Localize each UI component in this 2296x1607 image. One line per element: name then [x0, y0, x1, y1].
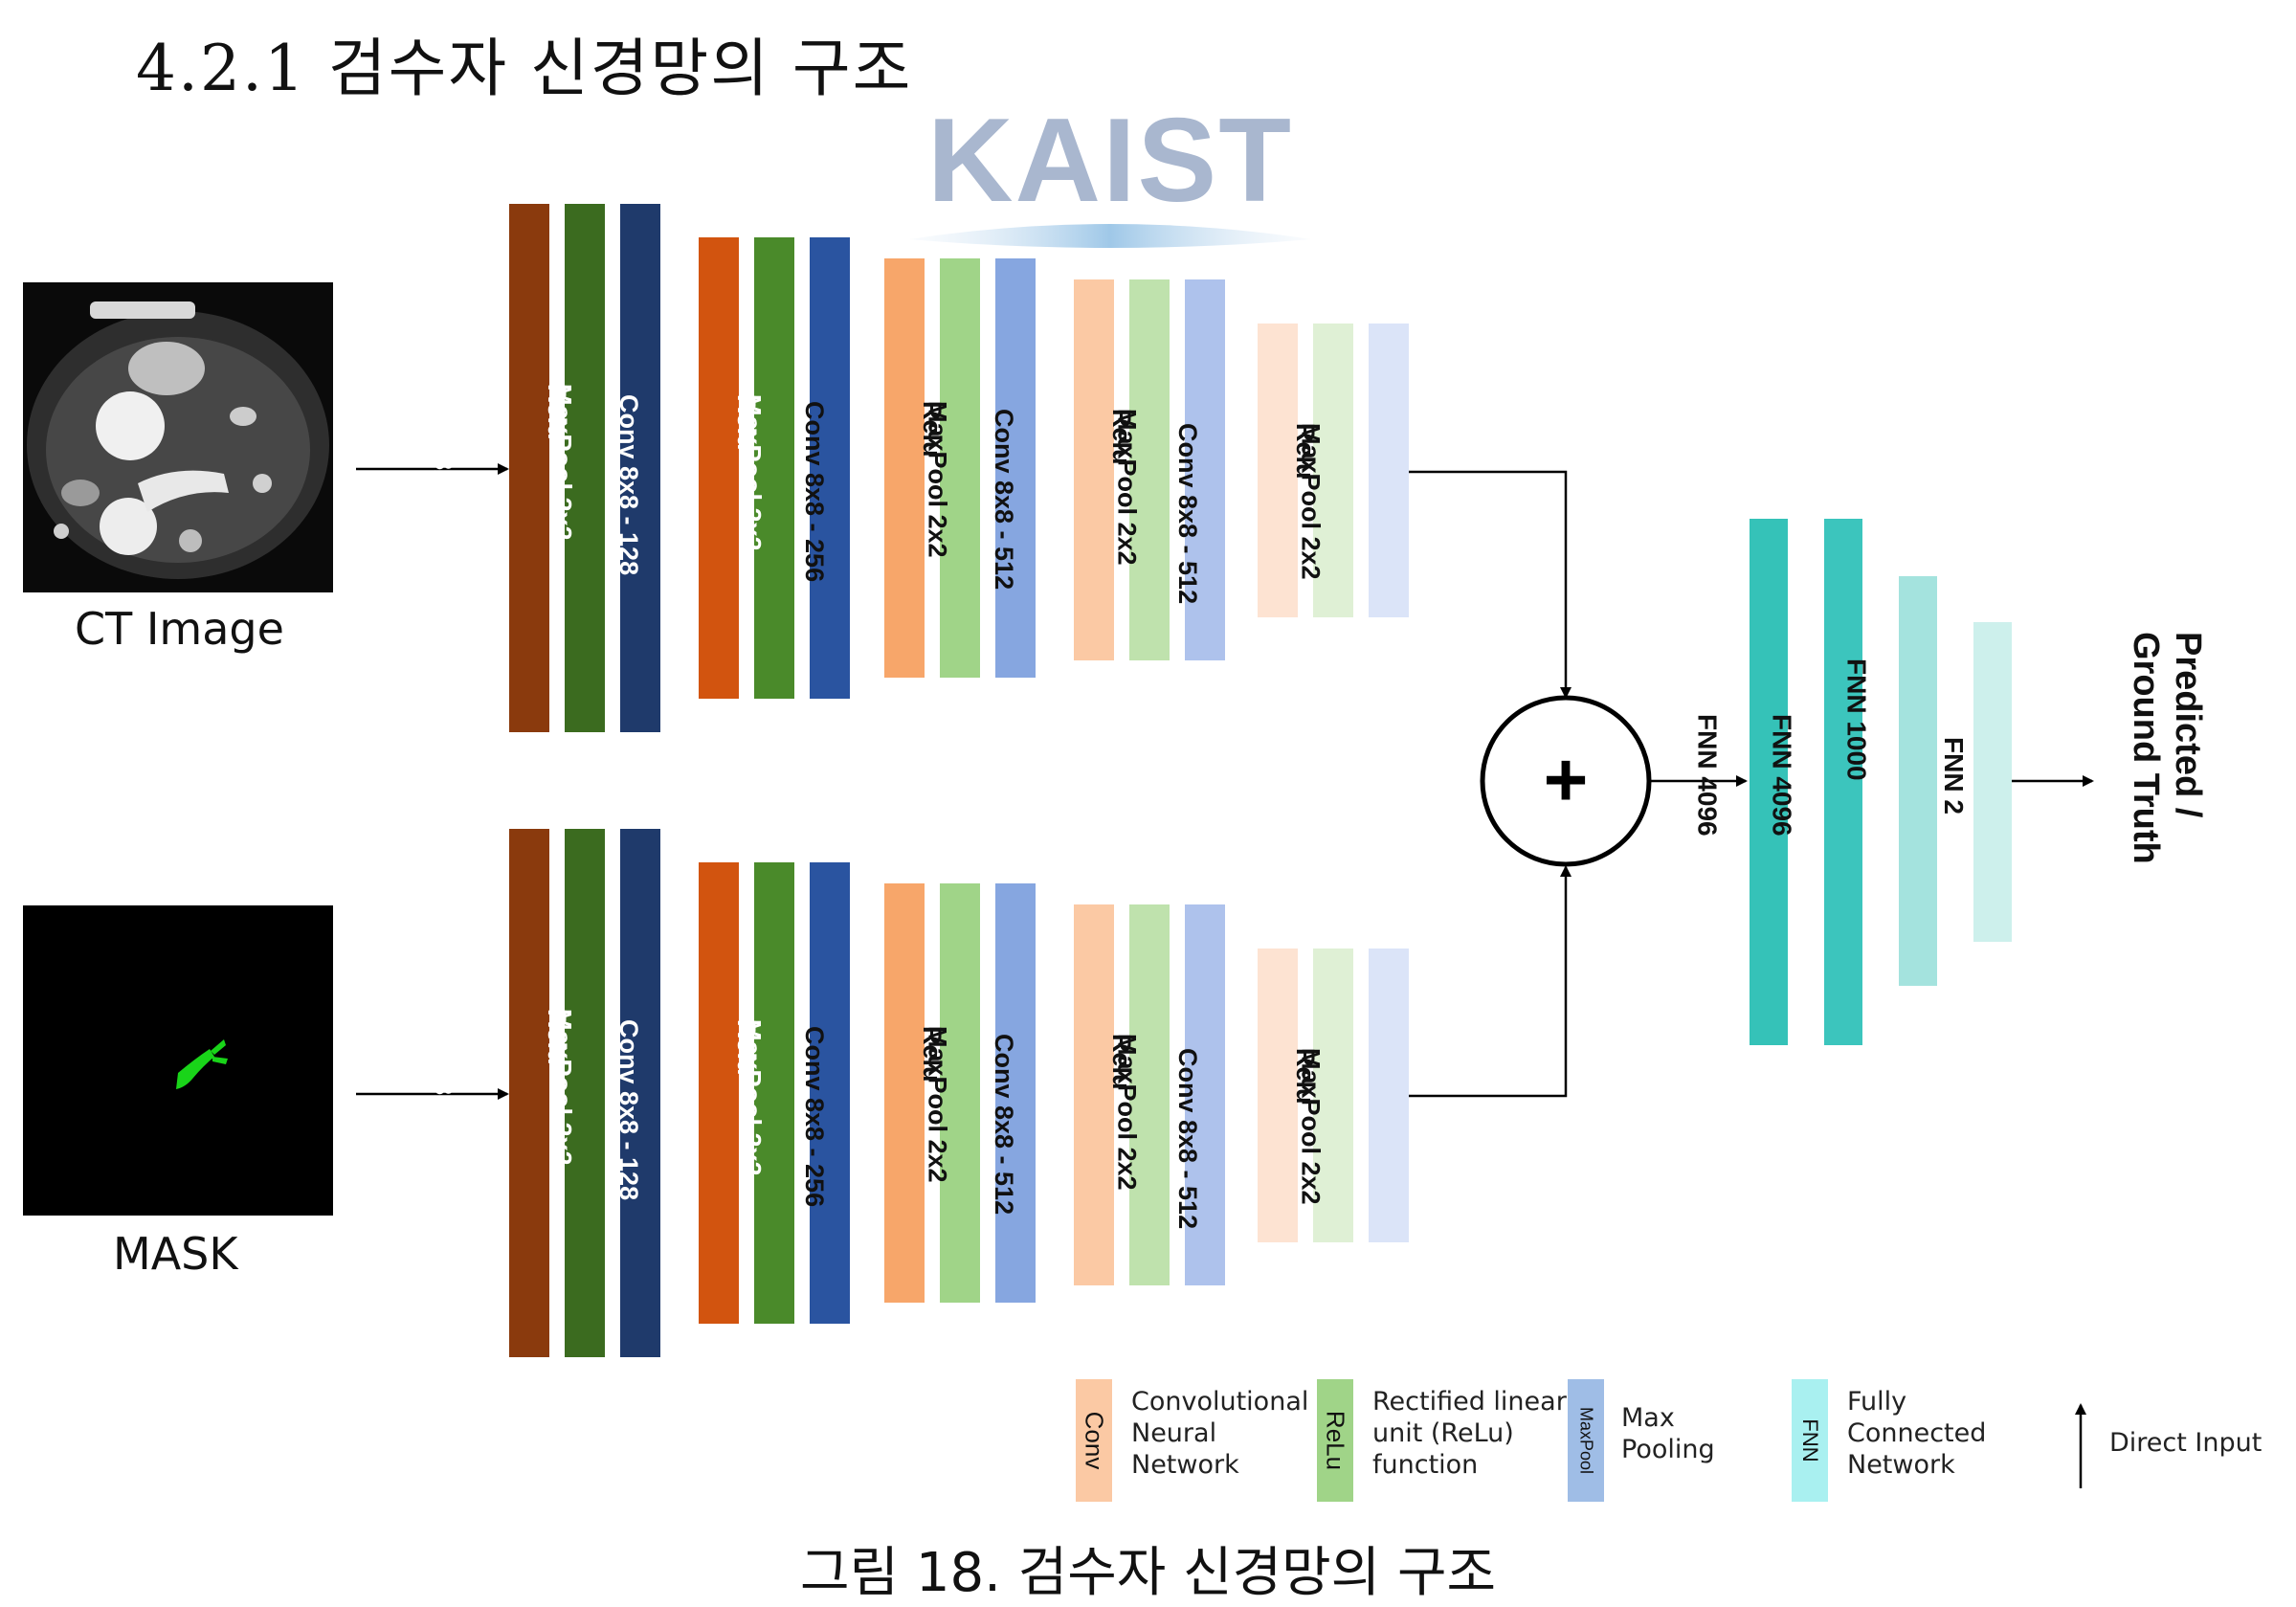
conv-layer: Conv 8x8 – 64: [429, 204, 549, 732]
relu-layer: Relu: [918, 258, 980, 678]
layer-label: Conv 8x8 - 512: [1172, 1048, 1202, 1230]
legend-conv-line: Convolutional: [1131, 1387, 1309, 1417]
fnn-layer-label: FNN 4096: [1692, 713, 1723, 837]
output-label-line1: Predicted /: [2168, 632, 2208, 818]
legend-fnn-line: Network: [1847, 1450, 1955, 1480]
mask-label: MASK: [113, 1228, 238, 1280]
maxpool-layer: MaxPool 2x2: [1113, 279, 1225, 660]
layer-label: Conv 8x8 - 128: [613, 1018, 643, 1200]
legend-maxpool-line: Max: [1621, 1403, 1675, 1433]
ct-branch-connector: [1407, 470, 1572, 699]
legend-conv-swatch-text: Conv: [1080, 1411, 1109, 1470]
layer-label: MaxPool 2x2: [1112, 1034, 1142, 1191]
mask-image: [23, 905, 333, 1216]
kaist-logo-text: KAIST: [927, 103, 1293, 227]
layer-label: Conv 8x8 - 512: [989, 409, 1018, 591]
ct-image-label: CT Image: [75, 603, 284, 655]
legend-maxpool-swatch: MaxPool: [1568, 1379, 1604, 1502]
layer-label: MaxPool 2x2: [737, 1018, 767, 1176]
layer-label: MaxPool 2x2: [923, 1025, 952, 1183]
fnn-layer: FNN 1000: [1842, 576, 1937, 986]
layer-label: MaxPool 2x2: [1296, 423, 1326, 580]
maxpool-layer: MaxPool 2x2: [924, 258, 1036, 678]
output-label-line2: Ground Truth: [2126, 632, 2166, 864]
layer-label: Conv 8x8 - 512: [989, 1034, 1018, 1216]
maxpool-layer: MaxPool 2x2: [548, 829, 660, 1357]
kaist-swoosh: [909, 224, 1311, 248]
layer-label: Conv 8x8 - 256: [799, 400, 829, 582]
conv-layer: Conv 8x8 - 512: [1173, 949, 1298, 1242]
legend-conv-swatch: Conv: [1076, 1379, 1112, 1502]
maxpool-layer: MaxPool 2x2: [548, 204, 660, 732]
maxpool-layer: MaxPool 2x2: [1297, 949, 1409, 1242]
conv-layer: Conv 8x8 - 512: [990, 904, 1114, 1285]
output-label: Predicted / Ground Truth: [2117, 632, 2209, 919]
maxpool-layer: MaxPool 2x2: [738, 862, 850, 1324]
conv-layer: Conv 8x8 - 512: [1173, 324, 1298, 617]
figure-caption: 그림 18. 검수자 신경망의 구조: [800, 1542, 1496, 1604]
conv-layer: Conv 8x8 - 128: [614, 237, 739, 699]
legend-fnn-swatch-text: FNN: [1798, 1418, 1822, 1462]
legend-relu-swatch: ReLu: [1317, 1379, 1353, 1502]
legend-conv-line: Network: [1131, 1450, 1239, 1480]
maxpool-layer: MaxPool 2x2: [1113, 904, 1225, 1285]
legend-direct-input-text: Direct Input: [2109, 1428, 2263, 1458]
layer-label: MaxPool 2x2: [923, 400, 952, 558]
relu-layer: Relu: [1291, 949, 1353, 1242]
relu-layer: Relu: [918, 883, 980, 1303]
conv-layer: Conv 8x8 - 256: [800, 883, 925, 1303]
plus-circle-icon: [1480, 695, 1652, 867]
fnn-layer: FNN 4096: [1693, 519, 1788, 1045]
layer-label: Conv 8x8 - 128: [613, 393, 643, 575]
maxpool-layer: MaxPool 2x2: [738, 237, 850, 699]
legend-relu-line: unit (ReLu): [1372, 1418, 1514, 1448]
maxpool-layer: MaxPool 2x2: [1297, 324, 1409, 617]
layer-label: MaxPool 2x2: [547, 1008, 577, 1166]
layer-label: MaxPool 2x2: [1112, 409, 1142, 566]
legend-fnn-line: Connected: [1847, 1418, 1987, 1448]
fnn-layer: FNN 4096: [1768, 519, 1862, 1045]
legend-relu-text: Rectified linear unit (ReLu) function: [1372, 1386, 1567, 1481]
legend-fnn-text: Fully Connected Network: [1847, 1386, 1986, 1481]
legend-maxpool-swatch-text: MaxPool: [1576, 1406, 1596, 1475]
fnn-layer: FNN 2: [1939, 622, 2012, 942]
legend-maxpool-text: Max Pooling: [1621, 1402, 1715, 1465]
legend-relu-line: Rectified linear: [1372, 1387, 1567, 1417]
layer-label: MaxPool 2x2: [547, 383, 577, 541]
relu-layer: Relu: [1107, 904, 1170, 1285]
relu-layer: Relu: [1291, 324, 1353, 617]
maxpool-layer: MaxPool 2x2: [924, 883, 1036, 1303]
layer-label: Conv 8x8 - 512: [1172, 423, 1202, 605]
legend-maxpool-line: Pooling: [1621, 1435, 1715, 1464]
layer-label: Conv 8x8 - 256: [799, 1025, 829, 1207]
legend-fnn-swatch: FNN: [1792, 1379, 1828, 1502]
ct-scan-image: [23, 282, 333, 592]
relu-layer: Relu: [1107, 279, 1170, 660]
layer-label: Conv 8x8 – 64: [429, 1008, 458, 1181]
relu-layer: Relu: [543, 204, 605, 732]
legend-conv-text: Convolutional Neural Network: [1131, 1386, 1308, 1481]
relu-layer: Relu: [543, 829, 605, 1357]
conv-layer: Conv 8x8 - 128: [614, 862, 739, 1324]
relu-layer: Relu: [732, 862, 794, 1324]
conv-layer: Conv 8x8 - 512: [990, 279, 1114, 660]
legend-fnn-line: Fully: [1847, 1387, 1907, 1417]
merge-symbol: +: [1544, 737, 1589, 822]
fnn-layer-label: FNN 4096: [1767, 713, 1797, 837]
mask-branch-connector: [1407, 865, 1572, 1098]
section-heading: 4.2.1 검수자 신경망의 구조: [136, 32, 913, 105]
fnn-layer-label: FNN 2: [1939, 737, 1970, 815]
legend-relu-swatch-text: ReLu: [1321, 1410, 1350, 1471]
relu-layer: Relu: [732, 237, 794, 699]
conv-layer: Conv 8x8 – 64: [429, 829, 549, 1357]
legend-conv-line: Neural: [1131, 1418, 1217, 1448]
kaist-watermark: KAIST: [909, 103, 1311, 248]
layer-label: MaxPool 2x2: [1296, 1048, 1326, 1205]
legend-relu-line: function: [1372, 1450, 1479, 1480]
layer-label: Conv 8x8 – 64: [429, 383, 458, 556]
layer-label: MaxPool 2x2: [737, 393, 767, 551]
fnn-layer-label: FNN 1000: [1841, 658, 1872, 781]
conv-layer: Conv 8x8 - 256: [800, 258, 925, 678]
